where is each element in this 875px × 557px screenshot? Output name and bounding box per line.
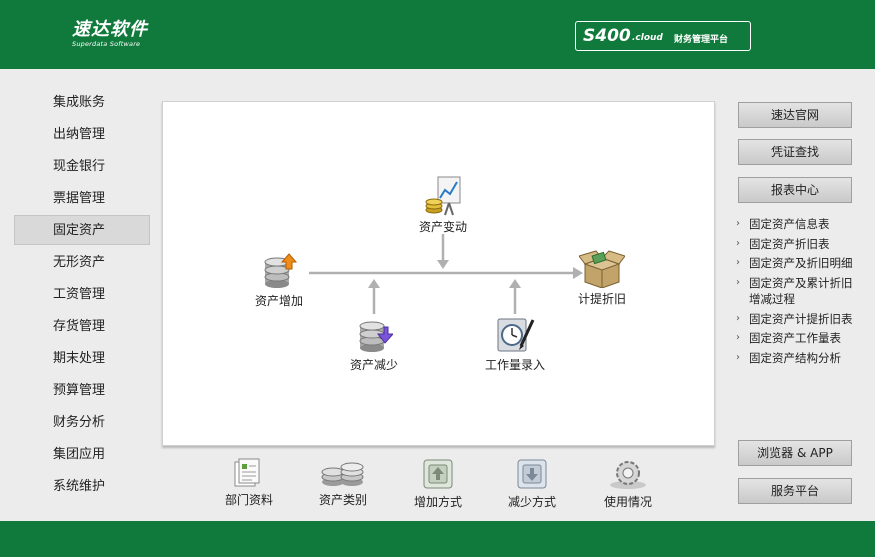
report-link-structure-analysis[interactable]: › 固定资产结构分析	[736, 349, 861, 369]
asset-change-node[interactable]: 资产变动	[409, 174, 477, 235]
sidebar-item-fixed-assets[interactable]: 固定资产	[14, 215, 150, 245]
header-bar: 速达软件 Superdata Software S400 .cloud 财务管理…	[0, 0, 875, 69]
sidebar-item-cashier[interactable]: 出纳管理	[53, 127, 106, 142]
report-link-depreciation[interactable]: › 固定资产折旧表	[736, 235, 861, 255]
department-data-label: 部门资料	[224, 493, 273, 507]
flow-arrows	[309, 234, 583, 314]
logo-sub-text: Superdata Software	[72, 40, 141, 48]
flow-reduce-arrowhead	[368, 279, 380, 288]
sidebar-item-group-apps[interactable]: 集团应用	[53, 447, 106, 462]
sidebar-item-payroll[interactable]: 工资管理	[53, 287, 106, 302]
sidebar-item-general-ledger[interactable]: 集成账务	[53, 95, 106, 110]
report-link-label: 固定资产及折旧明细	[749, 256, 853, 270]
website-button[interactable]: 速达官网	[738, 102, 852, 128]
department-documents-icon	[234, 458, 260, 487]
flow-main-arrowhead	[573, 267, 583, 279]
footer-bar	[0, 521, 875, 557]
sidebar-item-period-end[interactable]: 期末处理	[53, 351, 106, 366]
chevron-right-icon: ›	[736, 257, 740, 268]
sidebar-item-cash-bank[interactable]: 现金银行	[53, 159, 106, 174]
report-link-label: 固定资产工作量表	[749, 331, 841, 345]
logo-main-text: 速达软件	[72, 19, 148, 40]
flow-panel: 资产变动 资产增加 计提折旧	[162, 101, 715, 446]
product-badge: S400 .cloud 财务管理平台	[575, 21, 751, 51]
chevron-right-icon: ›	[736, 237, 740, 249]
reduce-method-icon	[517, 459, 547, 489]
depreciation-node[interactable]: 计提折旧	[569, 248, 635, 307]
asset-add-icon	[264, 253, 298, 288]
voucher-search-button[interactable]: 凭证查找	[738, 139, 852, 165]
sidebar-item-inventory[interactable]: 存货管理	[53, 319, 106, 334]
flow-change-arrowhead	[437, 260, 449, 269]
usage-status-button[interactable]: 使用情况	[598, 458, 658, 510]
asset-reduce-node[interactable]: 资产减少	[341, 316, 407, 373]
asset-reduce-label: 资产减少	[349, 358, 398, 372]
asset-reduce-icon	[359, 321, 393, 352]
report-link-depreciation-detail[interactable]: › 固定资产及折旧明细	[736, 254, 861, 274]
chevron-right-icon: ›	[736, 332, 740, 343]
usage-gear-icon	[610, 461, 646, 489]
usage-status-label: 使用情况	[603, 495, 652, 509]
workload-clock-icon	[497, 318, 535, 352]
report-link-accumulated-depreciation[interactable]: › 固定资产及累计折旧增减过程	[736, 274, 861, 310]
sidebar-item-intangible-assets[interactable]: 无形资产	[53, 255, 106, 270]
report-center-button[interactable]: 报表中心	[738, 177, 852, 203]
workload-entry-node[interactable]: 工作量录入	[475, 316, 555, 373]
service-platform-button[interactable]: 服务平台	[738, 478, 852, 504]
depreciation-box-icon	[579, 250, 625, 288]
reduce-method-label: 减少方式	[507, 495, 556, 509]
chevron-right-icon: ›	[736, 312, 740, 324]
asset-category-label: 资产类别	[318, 493, 367, 507]
report-link-label: 固定资产结构分析	[749, 350, 841, 365]
chevron-right-icon: ›	[736, 276, 740, 288]
report-link-label: 固定资产及累计折旧增减过程	[749, 275, 853, 307]
add-method-button[interactable]: 增加方式	[408, 458, 468, 510]
add-method-icon	[423, 459, 453, 489]
depreciation-label: 计提折旧	[577, 292, 626, 306]
superdata-logo: 速达软件 Superdata Software	[72, 19, 148, 49]
browser-app-button[interactable]: 浏览器 & APP	[738, 440, 852, 466]
add-method-label: 增加方式	[413, 495, 462, 509]
sidebar-item-financial-analysis[interactable]: 财务分析	[53, 415, 106, 430]
platform-name: 财务管理平台	[674, 35, 729, 45]
report-link-label: 固定资产计提折旧表	[749, 311, 853, 326]
sidebar-item-budget[interactable]: 预算管理	[53, 383, 106, 398]
report-link-label: 固定资产折旧表	[749, 236, 830, 251]
asset-change-label: 资产变动	[418, 220, 467, 234]
product-suffix: .cloud	[632, 33, 663, 43]
asset-change-icon	[425, 176, 461, 216]
report-link-provision-depreciation[interactable]: › 固定资产计提折旧表	[736, 310, 861, 330]
workload-entry-label: 工作量录入	[484, 358, 545, 372]
product-name: S400	[583, 26, 631, 46]
sidebar-item-bills[interactable]: 票据管理	[53, 191, 106, 206]
report-link-workload[interactable]: › 固定资产工作量表	[736, 329, 861, 349]
report-link-label: 固定资产信息表	[749, 217, 830, 231]
asset-category-button[interactable]: 资产类别	[312, 458, 374, 508]
reduce-method-button[interactable]: 减少方式	[502, 458, 562, 510]
department-data-button[interactable]: 部门资料	[220, 458, 278, 508]
flow-workload-arrowhead	[509, 279, 521, 288]
sidebar-item-system-maintenance[interactable]: 系统维护	[53, 479, 106, 494]
asset-category-icon	[321, 462, 364, 486]
report-list: › 固定资产信息表 › 固定资产折旧表 › 固定资产及折旧明细 › 固定资产及累计折旧增…	[736, 215, 861, 368]
chevron-right-icon: ›	[736, 218, 740, 229]
asset-add-label: 资产增加	[254, 294, 303, 308]
chevron-right-icon: ›	[736, 351, 740, 363]
report-link-asset-info[interactable]: › 固定资产信息表	[736, 215, 861, 235]
asset-add-node[interactable]: 资产增加	[247, 252, 311, 309]
